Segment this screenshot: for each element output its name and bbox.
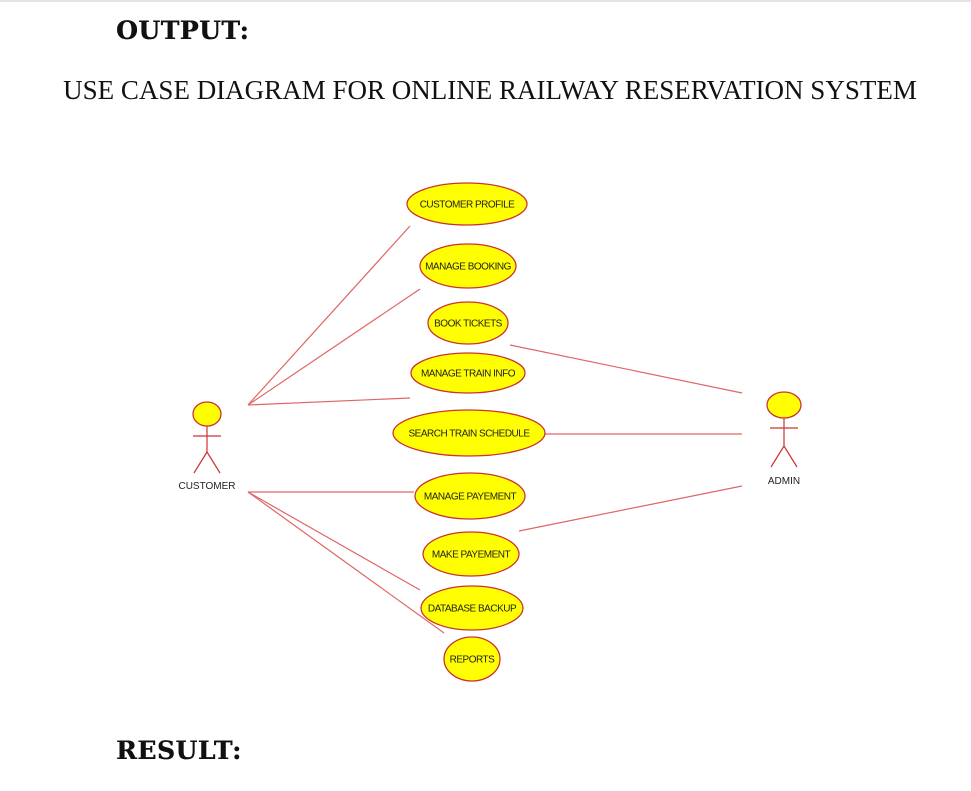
use-case-database-backup: DATABASE BACKUP [420, 585, 524, 631]
use-case-label: MAKE PAYEMENT [432, 550, 511, 561]
use-case-label: MANAGE PAYEMENT [424, 492, 517, 503]
use-case-book-tickets: BOOK TICKETS [427, 301, 509, 345]
use-case-label: REPORTS [450, 655, 495, 666]
result-heading: RESULT: [116, 736, 242, 765]
use-case-search-train-schedule: SEARCH TRAIN SCHEDULE [392, 409, 546, 457]
use-case-label: SEARCH TRAIN SCHEDULE [408, 429, 530, 440]
association-customer-database-backup [247, 491, 421, 591]
association-customer-manage-train-info [247, 397, 411, 406]
association-customer-customer-profile [247, 225, 411, 406]
association-admin-make-payement [518, 485, 743, 532]
actor-label: ADMIN [768, 476, 800, 487]
diagram-title: USE CASE DIAGRAM FOR ONLINE RAILWAY RESE… [63, 75, 917, 105]
association-lines [247, 225, 743, 634]
use-case-label: DATABASE BACKUP [428, 604, 517, 615]
use-case-manage-payement: MANAGE PAYEMENT [414, 472, 526, 520]
use-case-label: MANAGE BOOKING [425, 262, 512, 273]
use-case-label: MANAGE TRAIN INFO [421, 369, 516, 380]
association-admin-book-tickets [509, 344, 743, 394]
association-customer-manage-booking [247, 288, 421, 406]
use-case-reports: REPORTS [443, 636, 501, 682]
use-case-manage-booking: MANAGE BOOKING [419, 243, 517, 289]
association-customer-reports [247, 491, 445, 634]
page-top-border [0, 0, 971, 2]
use-case-label: CUSTOMER PROFILE [420, 200, 515, 211]
actor-head [192, 401, 222, 427]
use-case-label: BOOK TICKETS [434, 319, 503, 330]
actor-admin: ADMIN [766, 391, 802, 487]
use-case-make-payement: MAKE PAYEMENT [422, 531, 520, 577]
actor-customer: CUSTOMER [178, 401, 236, 492]
use-case-manage-train-info: MANAGE TRAIN INFO [410, 352, 526, 394]
actor-head [766, 391, 802, 419]
actor-label: CUSTOMER [178, 481, 235, 492]
output-heading: OUTPUT: [116, 16, 250, 45]
use-case-customer-profile: CUSTOMER PROFILE [406, 182, 528, 226]
